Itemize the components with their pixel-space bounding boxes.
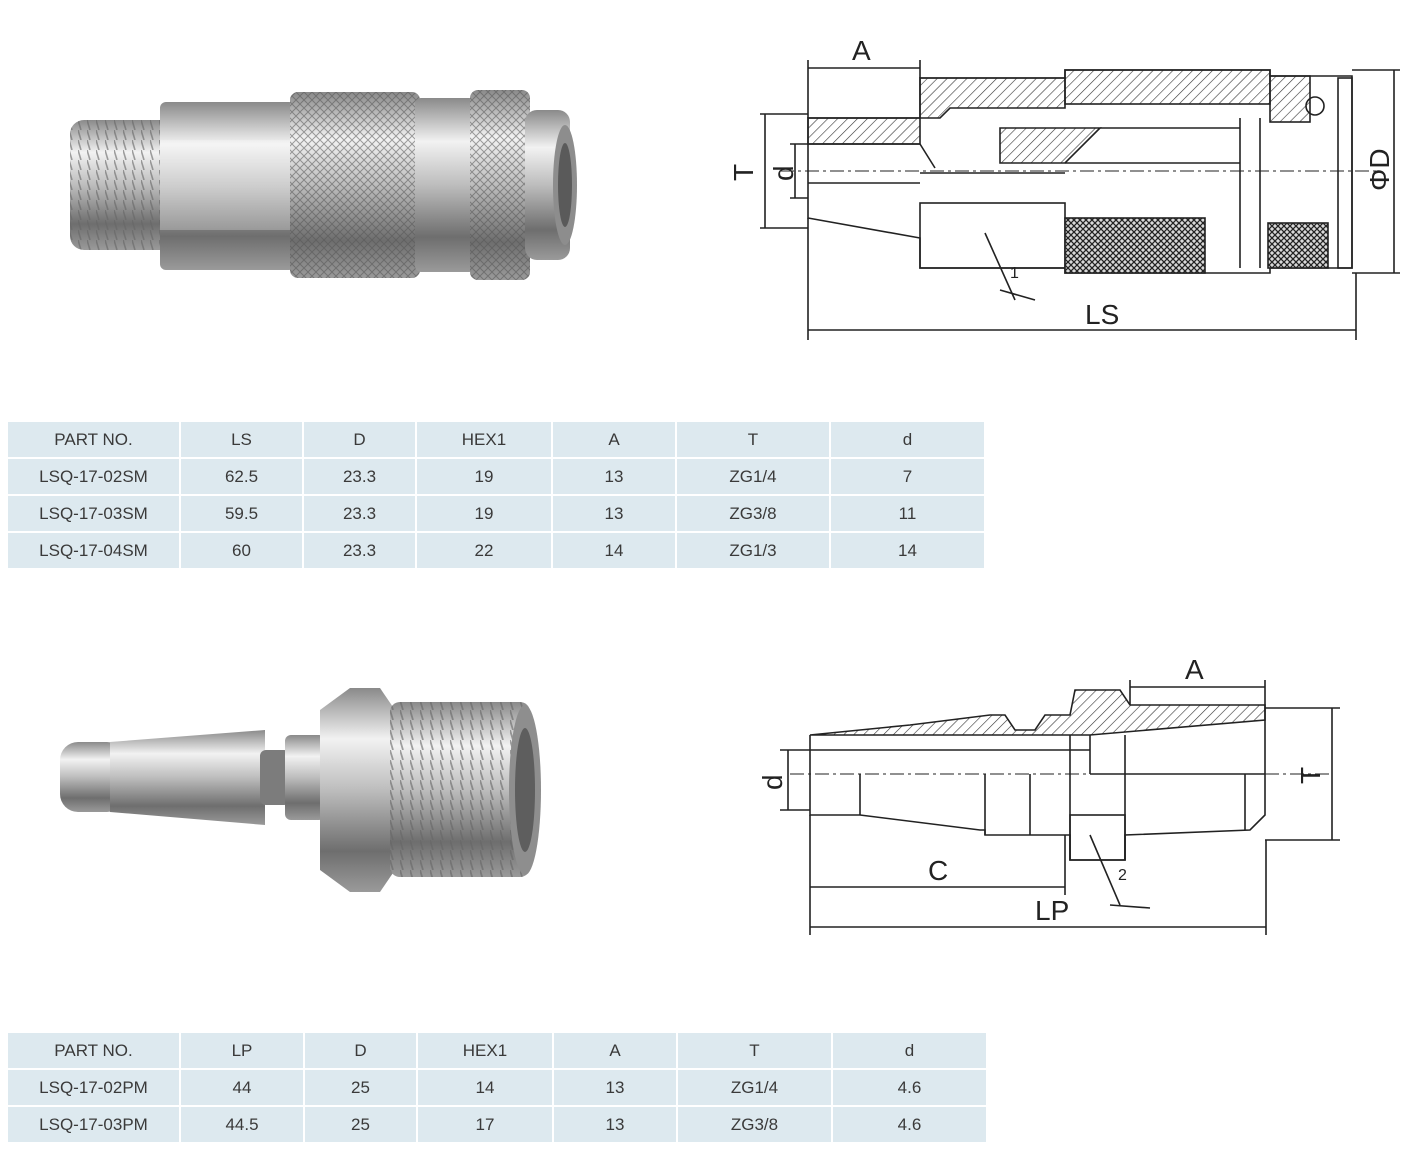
table-cell: 14 [553, 533, 677, 568]
table-cell: 7 [831, 459, 984, 496]
table-cell: 22 [417, 533, 553, 568]
col-header: LP [181, 1033, 305, 1070]
table-cell: 60 [181, 533, 304, 568]
table-cell: 23.3 [304, 533, 417, 568]
plug-spec-table: PART NO. LP D HEX1 A T d LSQ-17-02PM 44 … [8, 1033, 986, 1142]
plug-dim-lp-label: LP [1035, 895, 1069, 926]
table-cell: LSQ-17-02PM [8, 1070, 181, 1107]
col-header: HEX1 [417, 422, 553, 459]
socket-dim-t-label: T [728, 164, 759, 181]
table-header-row: PART NO. LS D HEX1 A T d [8, 422, 984, 459]
table-cell: 25 [305, 1070, 418, 1107]
table-cell: 14 [418, 1070, 554, 1107]
table-row: LSQ-17-03PM 44.5 25 17 13 ZG3/8 4.6 [8, 1107, 986, 1142]
table-row: LSQ-17-02SM 62.5 23.3 19 13 ZG1/4 7 [8, 459, 984, 496]
col-header: A [554, 1033, 678, 1070]
plug-technical-drawing: A T d C LP 2 [757, 654, 1340, 935]
table-cell: 59.5 [181, 496, 304, 533]
table-cell: 13 [554, 1107, 678, 1142]
col-header: T [677, 422, 831, 459]
socket-wrench-label: 1 [1010, 265, 1019, 282]
table-cell: ZG1/3 [677, 533, 831, 568]
table-cell: ZG1/4 [677, 459, 831, 496]
socket-dim-phi-d-label: ΦD [1364, 148, 1395, 191]
table-cell: 44.5 [181, 1107, 305, 1142]
socket-technical-drawing: A T d ΦD LS 1 [728, 35, 1400, 340]
table-row: LSQ-17-04SM 60 23.3 22 14 ZG1/3 14 [8, 533, 984, 568]
table-cell: 4.6 [833, 1107, 986, 1142]
table-cell: 17 [418, 1107, 554, 1142]
table-cell: 23.3 [304, 496, 417, 533]
table-cell: 44 [181, 1070, 305, 1107]
col-header: D [305, 1033, 418, 1070]
table-cell: 25 [305, 1107, 418, 1142]
col-header: A [553, 422, 677, 459]
plug-dim-t-label: T [1295, 767, 1326, 784]
table-row: LSQ-17-02PM 44 25 14 13 ZG1/4 4.6 [8, 1070, 986, 1107]
table-cell: 11 [831, 496, 984, 533]
plug-dim-d-label: d [757, 774, 788, 790]
plug-dim-c-label: C [928, 855, 948, 886]
col-header: d [833, 1033, 986, 1070]
socket-dim-ls-label: LS [1085, 299, 1119, 330]
socket-dim-a-label: A [852, 35, 871, 66]
table-cell: LSQ-17-02SM [8, 459, 181, 496]
table-cell: LSQ-17-03PM [8, 1107, 181, 1142]
col-header: D [304, 422, 417, 459]
plug-dim-a-label: A [1185, 654, 1204, 685]
table-cell: 13 [554, 1070, 678, 1107]
table-cell: 62.5 [181, 459, 304, 496]
col-header: T [678, 1033, 833, 1070]
table-cell: ZG3/8 [677, 496, 831, 533]
col-header: d [831, 422, 984, 459]
table-cell: ZG3/8 [678, 1107, 833, 1142]
table-cell: ZG1/4 [678, 1070, 833, 1107]
table-header-row: PART NO. LP D HEX1 A T d [8, 1033, 986, 1070]
table-cell: 13 [553, 496, 677, 533]
table-cell: 19 [417, 459, 553, 496]
plug-photo [60, 688, 541, 892]
table-cell: LSQ-17-04SM [8, 533, 181, 568]
table-row: LSQ-17-03SM 59.5 23.3 19 13 ZG3/8 11 [8, 496, 984, 533]
table-cell: 13 [553, 459, 677, 496]
socket-dim-d-label: d [768, 165, 799, 181]
table-cell: LSQ-17-03SM [8, 496, 181, 533]
socket-photo [70, 90, 577, 280]
table-cell: 4.6 [833, 1070, 986, 1107]
col-header: PART NO. [8, 1033, 181, 1070]
table-cell: 14 [831, 533, 984, 568]
col-header: HEX1 [418, 1033, 554, 1070]
plug-wrench-label: 2 [1118, 867, 1127, 884]
table-cell: 23.3 [304, 459, 417, 496]
table-cell: 19 [417, 496, 553, 533]
col-header: LS [181, 422, 304, 459]
socket-spec-table: PART NO. LS D HEX1 A T d LSQ-17-02SM 62.… [8, 422, 984, 568]
col-header: PART NO. [8, 422, 181, 459]
